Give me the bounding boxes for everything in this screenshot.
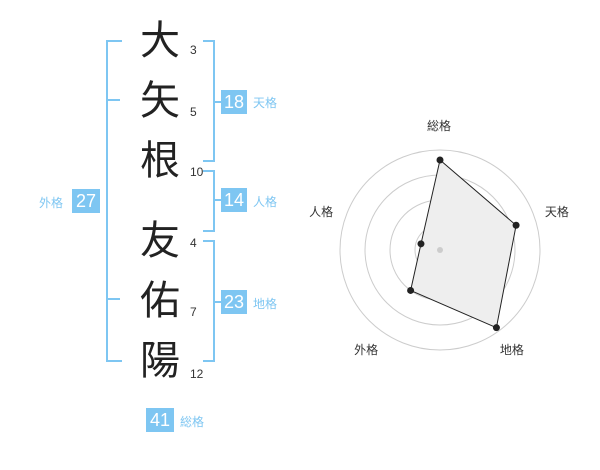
stroke-count-6: 12 <box>190 367 204 381</box>
tenkaku-bracket <box>203 40 215 162</box>
name-char-6: 陽 <box>140 338 180 384</box>
radar-chart <box>339 149 541 351</box>
stroke-count-5: 7 <box>190 305 197 319</box>
name-char-3: 根 <box>140 138 180 184</box>
tenkaku-label: 天格 <box>253 96 278 110</box>
bracket-divider <box>106 298 120 300</box>
name-char-1: 大 <box>140 18 180 64</box>
name-char-4: 友 <box>140 218 180 264</box>
radar-point-0 <box>436 156 444 164</box>
axis-label-chikaku: 地格 <box>499 343 524 358</box>
soukaku-label: 総格 <box>180 415 205 429</box>
radar-area <box>410 159 517 329</box>
jinkaku-value: 14 <box>221 188 247 212</box>
radar-ring <box>339 149 541 351</box>
chikaku-bracket <box>203 240 215 362</box>
axis-label-soukaku: 総格 <box>427 119 452 133</box>
gaikaku-bracket <box>106 40 122 362</box>
radar-center <box>437 247 443 253</box>
chikaku-label: 地格 <box>253 297 278 311</box>
radar-point-3 <box>407 286 415 294</box>
connector-jinkaku <box>215 199 221 201</box>
gaikaku-label: 外格 <box>39 196 64 210</box>
axis-label-tenkaku: 天格 <box>544 204 569 219</box>
chikaku-value: 23 <box>221 290 247 314</box>
axis-label-jinkaku: 人格 <box>309 204 334 219</box>
stroke-count-1: 3 <box>190 43 197 57</box>
connector-chikaku <box>215 301 221 303</box>
gaikaku-value: 27 <box>72 189 100 213</box>
axis-label-gaikaku: 外格 <box>354 343 379 358</box>
radar-points <box>407 156 520 332</box>
radar-point-2 <box>492 324 500 332</box>
stroke-count-2: 5 <box>190 105 197 119</box>
jinkaku-bracket <box>203 170 215 232</box>
name-char-2: 矢 <box>140 78 180 124</box>
connector-tenkaku <box>215 101 221 103</box>
jinkaku-label: 人格 <box>253 195 278 209</box>
stroke-count-3: 10 <box>190 165 204 179</box>
radar-point-4 <box>417 240 425 248</box>
radar-point-1 <box>512 221 520 229</box>
stroke-count-4: 4 <box>190 236 197 250</box>
bracket-divider <box>106 99 120 101</box>
name-char-5: 佑 <box>140 278 180 324</box>
soukaku-value: 41 <box>146 408 174 432</box>
tenkaku-value: 18 <box>221 90 247 114</box>
